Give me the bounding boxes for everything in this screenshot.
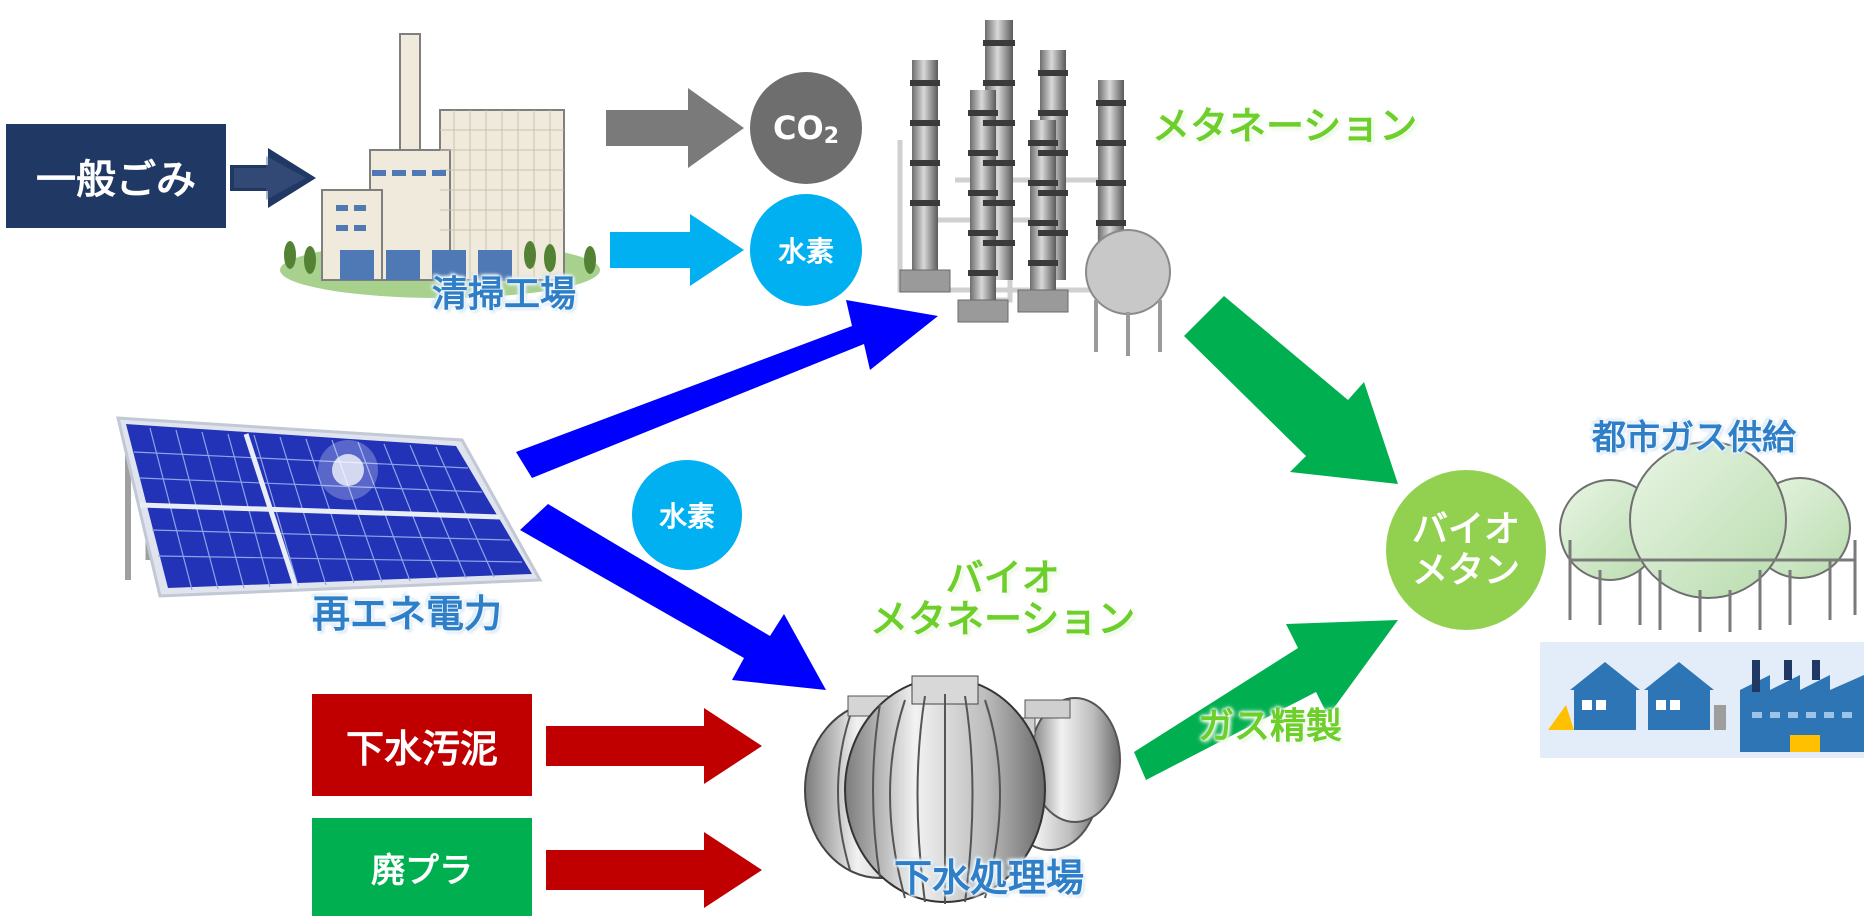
hydrogen-circle-top: 水素 (750, 194, 862, 306)
city-buildings-icon (1540, 642, 1864, 758)
biomethanation-label-line1: バイオ (945, 556, 1060, 600)
arrow-solar-to-methanation (516, 300, 938, 478)
gas-refining-label: ガス精製 (1198, 706, 1343, 747)
arrow-plastic-to-plant (546, 832, 762, 908)
hydrogen-label-top: 水素 (777, 235, 834, 268)
city-gas-supply-label: 都市ガス供給 (1592, 418, 1796, 458)
co2-label: CO2 (773, 109, 839, 149)
sewage-plant-label: 下水処理場 (894, 856, 1085, 900)
biomethane-circle: バイオ メタン (1386, 470, 1546, 630)
biomethane-label-line1: バイオ (1411, 508, 1520, 550)
biomethane-label-line2: メタン (1411, 550, 1520, 591)
arrow-to-co2 (606, 88, 744, 168)
solar-panel-icon (116, 416, 543, 598)
renewable-power-label: 再エネ電力 (312, 592, 503, 636)
waste-plastic-box: 廃プラ (312, 818, 532, 916)
incineration-plant-icon (280, 33, 600, 298)
hydrogen-circle-middle: 水素 (632, 460, 742, 570)
arrow-waste-to-plant (230, 148, 316, 208)
methanation-label: メタネーション (1152, 104, 1418, 148)
sewage-sludge-label: 下水汚泥 (345, 726, 498, 771)
arrow-methanation-to-biomethane (1184, 296, 1398, 484)
biomethanation-label: バイオ メタネーション (870, 556, 1136, 642)
gas-holder-tanks-icon (1559, 441, 1857, 632)
general-waste-label: 一般ごみ (36, 157, 196, 203)
arrow-sewage-to-biomethane (1134, 620, 1398, 780)
biomethanation-label-line2: メタネーション (870, 597, 1136, 642)
hydrogen-label-middle: 水素 (658, 500, 715, 533)
incineration-plant-label: 清掃工場 (432, 274, 577, 315)
sewage-sludge-box: 下水汚泥 (312, 694, 532, 796)
co2-circle: CO2 (750, 72, 862, 184)
waste-plastic-label: 廃プラ (371, 850, 473, 891)
general-waste-box: 一般ごみ (6, 124, 226, 228)
methanation-plant-icon (897, 20, 1171, 356)
arrow-to-hydrogen (610, 214, 744, 286)
digester-tanks-icon (804, 675, 1121, 904)
arrow-solar-to-sewage-plant (520, 504, 826, 690)
arrow-sludge-to-plant (546, 708, 762, 784)
